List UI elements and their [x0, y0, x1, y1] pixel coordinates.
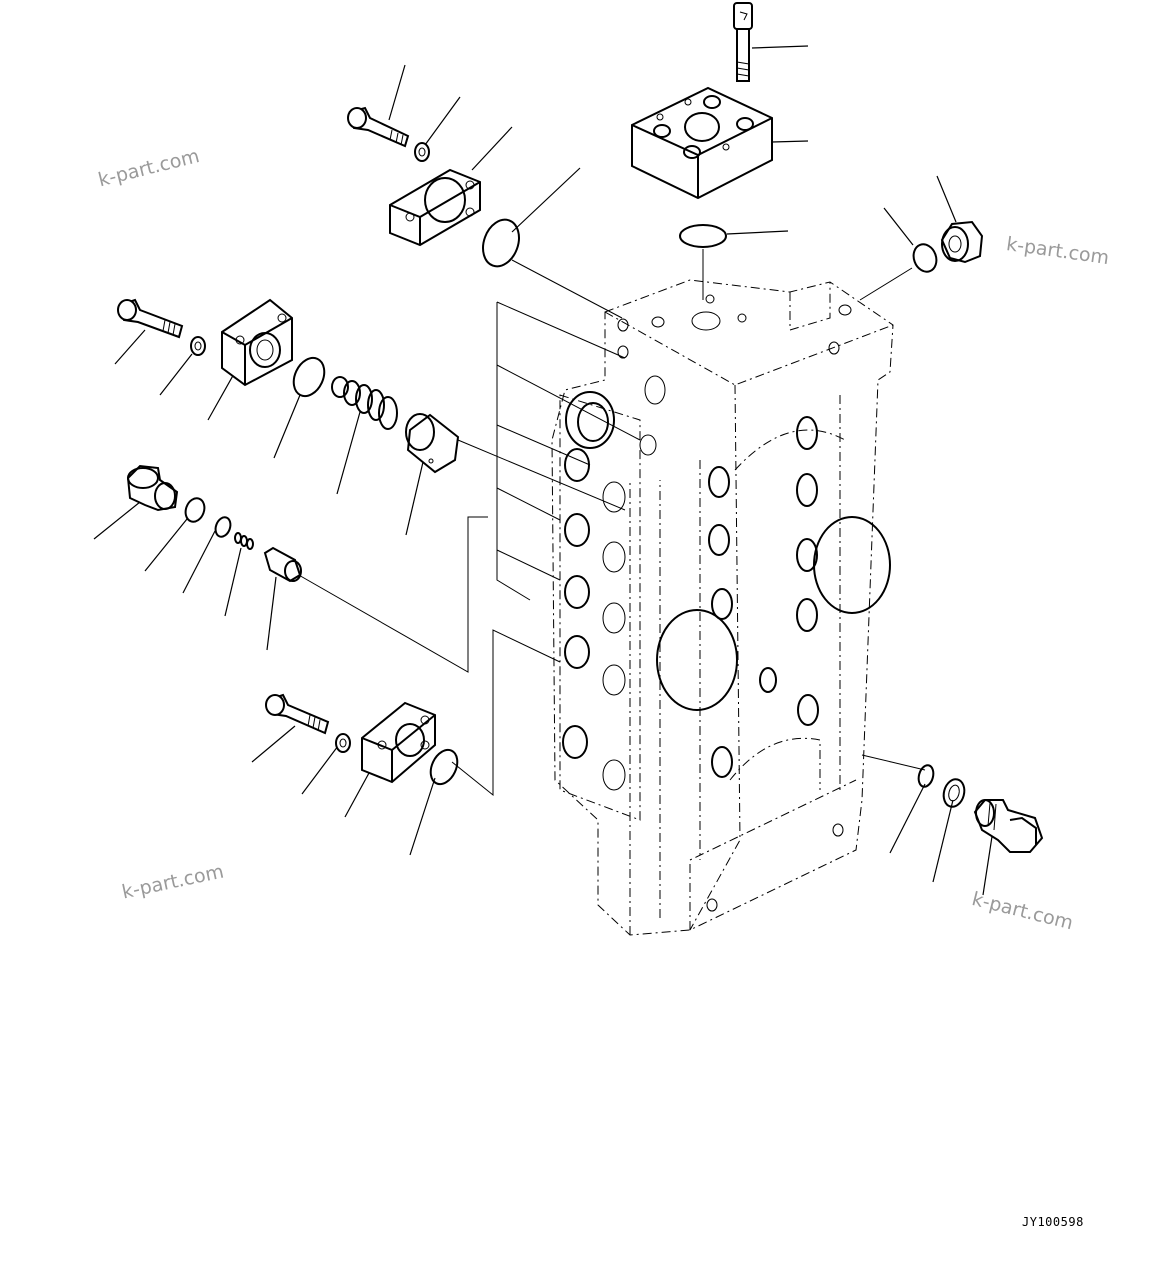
spool-piston — [405, 413, 460, 474]
washer-bottom — [335, 733, 351, 753]
small-spring — [234, 532, 254, 550]
washer-bottom-right — [942, 778, 966, 808]
drawing-code: JY100598 — [1022, 1215, 1084, 1229]
washer-top — [414, 142, 430, 162]
o-ring-bottom-flange — [429, 748, 459, 786]
plug-bottom-right — [973, 799, 1044, 853]
o-ring-top-cover — [679, 224, 727, 248]
check-poppet — [263, 546, 302, 583]
spring — [331, 376, 398, 430]
split-flange-top — [389, 168, 481, 247]
cover-block — [631, 86, 773, 200]
flange-bolt-mid — [117, 298, 184, 339]
split-flange-mid — [221, 298, 293, 387]
socket-bolt-top — [733, 2, 753, 82]
flange-bolt-bottom — [265, 693, 330, 735]
o-ring-top-flange — [482, 218, 520, 268]
leader-lines — [93, 45, 994, 896]
washer-mid — [190, 336, 206, 356]
o-ring-plug-left-a — [184, 497, 206, 523]
valve-body — [551, 279, 894, 936]
plug-top-right — [940, 220, 984, 264]
o-ring-top-right — [912, 243, 938, 273]
o-ring-bottom-right — [917, 764, 935, 788]
flange-bolt-top — [347, 106, 410, 148]
middle-face-ports — [656, 466, 777, 778]
o-ring-plug-left-b — [214, 516, 232, 538]
plug-left — [126, 464, 179, 512]
right-face-ports — [706, 416, 891, 912]
split-flange-bottom — [361, 701, 436, 784]
o-ring-mid-flange — [292, 356, 326, 398]
left-face-ports — [562, 375, 666, 791]
